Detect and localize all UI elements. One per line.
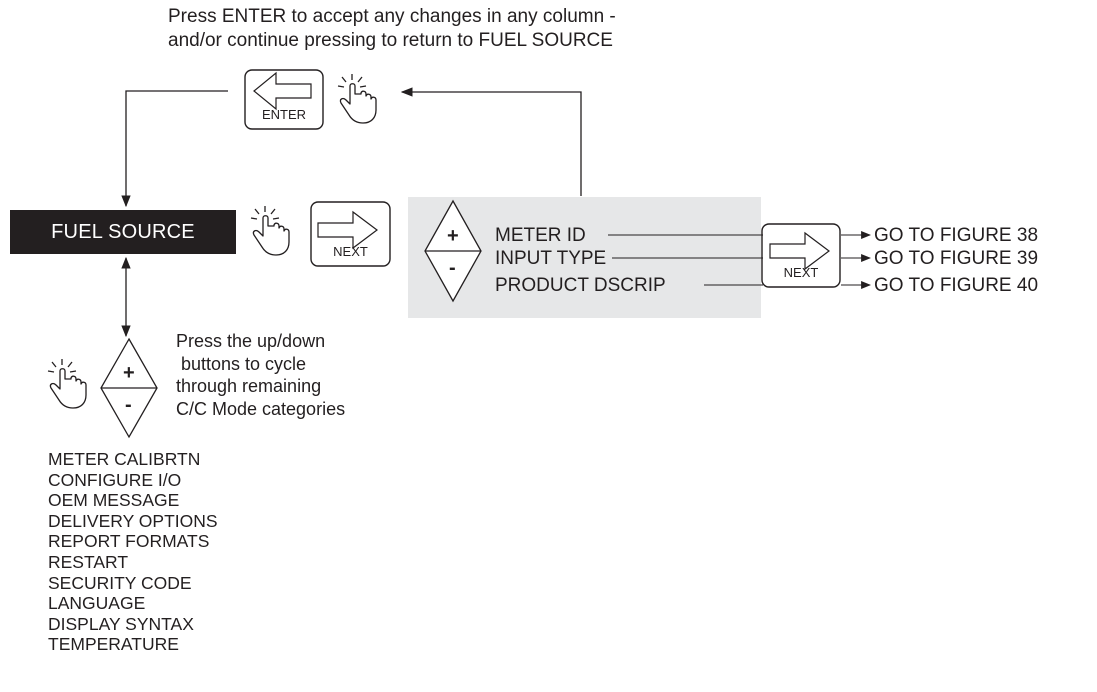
- cycle-instruction-line: Press the up/down: [176, 331, 326, 351]
- category-item: METER CALIBRTN: [48, 449, 201, 469]
- submenu-item-product-dscrip[interactable]: PRODUCT DSCRIP: [495, 275, 666, 296]
- cycle-instruction-line: buttons to cycle: [176, 353, 307, 374]
- pointing-hand-icon: [250, 206, 290, 256]
- fuel-source-box: [10, 210, 236, 254]
- enter-key-icon[interactable]: [244, 69, 324, 130]
- cycle-instruction-line: C/C Mode categories: [176, 398, 346, 419]
- goto-figure-38: GO TO FIGURE 38: [874, 225, 1039, 246]
- category-item: OEM MESSAGE: [48, 490, 180, 511]
- minus-sign: -: [449, 257, 456, 279]
- category-item: DELIVERY OPTIONS: [48, 510, 218, 531]
- goto-figure-39: GO TO FIGURE 39: [874, 248, 1039, 269]
- enter-key-label: ENTER: [261, 107, 307, 122]
- submenu-item-meter-id[interactable]: METER ID: [495, 225, 586, 246]
- cycle-instruction-line: through remaining: [176, 376, 322, 396]
- next-key-label: NEXT: [783, 265, 819, 280]
- pointing-hand-icon: [337, 74, 377, 124]
- category-item: DISPLAY SYNTAX: [48, 613, 194, 634]
- next-key-icon[interactable]: [310, 201, 391, 267]
- minus-sign: -: [125, 394, 132, 416]
- enter-instruction-line: Press ENTER to accept any changes in any…: [168, 6, 616, 27]
- category-list: METER CALIBRTN CONFIGURE I/O OEM MESSAGE…: [48, 449, 218, 655]
- submenu-to-enter-arrow: [400, 87, 582, 196]
- next-key-icon[interactable]: [761, 223, 841, 288]
- category-item: REPORT FORMATS: [48, 531, 210, 552]
- category-item: LANGUAGE: [48, 593, 146, 614]
- category-item: RESTART: [48, 551, 129, 572]
- enter-return-arrow: [121, 90, 228, 208]
- enter-instruction: Press ENTER to accept any changes in any…: [168, 5, 616, 53]
- up-down-key-icon[interactable]: [100, 337, 158, 439]
- submenu-item-input-type[interactable]: INPUT TYPE: [495, 248, 607, 269]
- category-item: SECURITY CODE: [48, 572, 192, 593]
- plus-sign: +: [447, 225, 459, 247]
- up-down-key-icon[interactable]: [424, 199, 482, 303]
- goto-figure-40: GO TO FIGURE 40: [874, 275, 1039, 296]
- plus-sign: +: [123, 362, 135, 384]
- category-item: CONFIGURE I/O: [48, 469, 182, 490]
- enter-instruction-line: and/or continue pressing to return to FU…: [168, 30, 613, 51]
- fuel-source-label[interactable]: FUEL SOURCE: [51, 220, 195, 243]
- next-key-label: NEXT: [333, 244, 368, 259]
- pointing-hand-icon: [47, 359, 87, 409]
- cycle-instruction: Press the up/down buttons to cycle throu…: [176, 330, 345, 420]
- category-item: TEMPERATURE: [48, 634, 179, 655]
